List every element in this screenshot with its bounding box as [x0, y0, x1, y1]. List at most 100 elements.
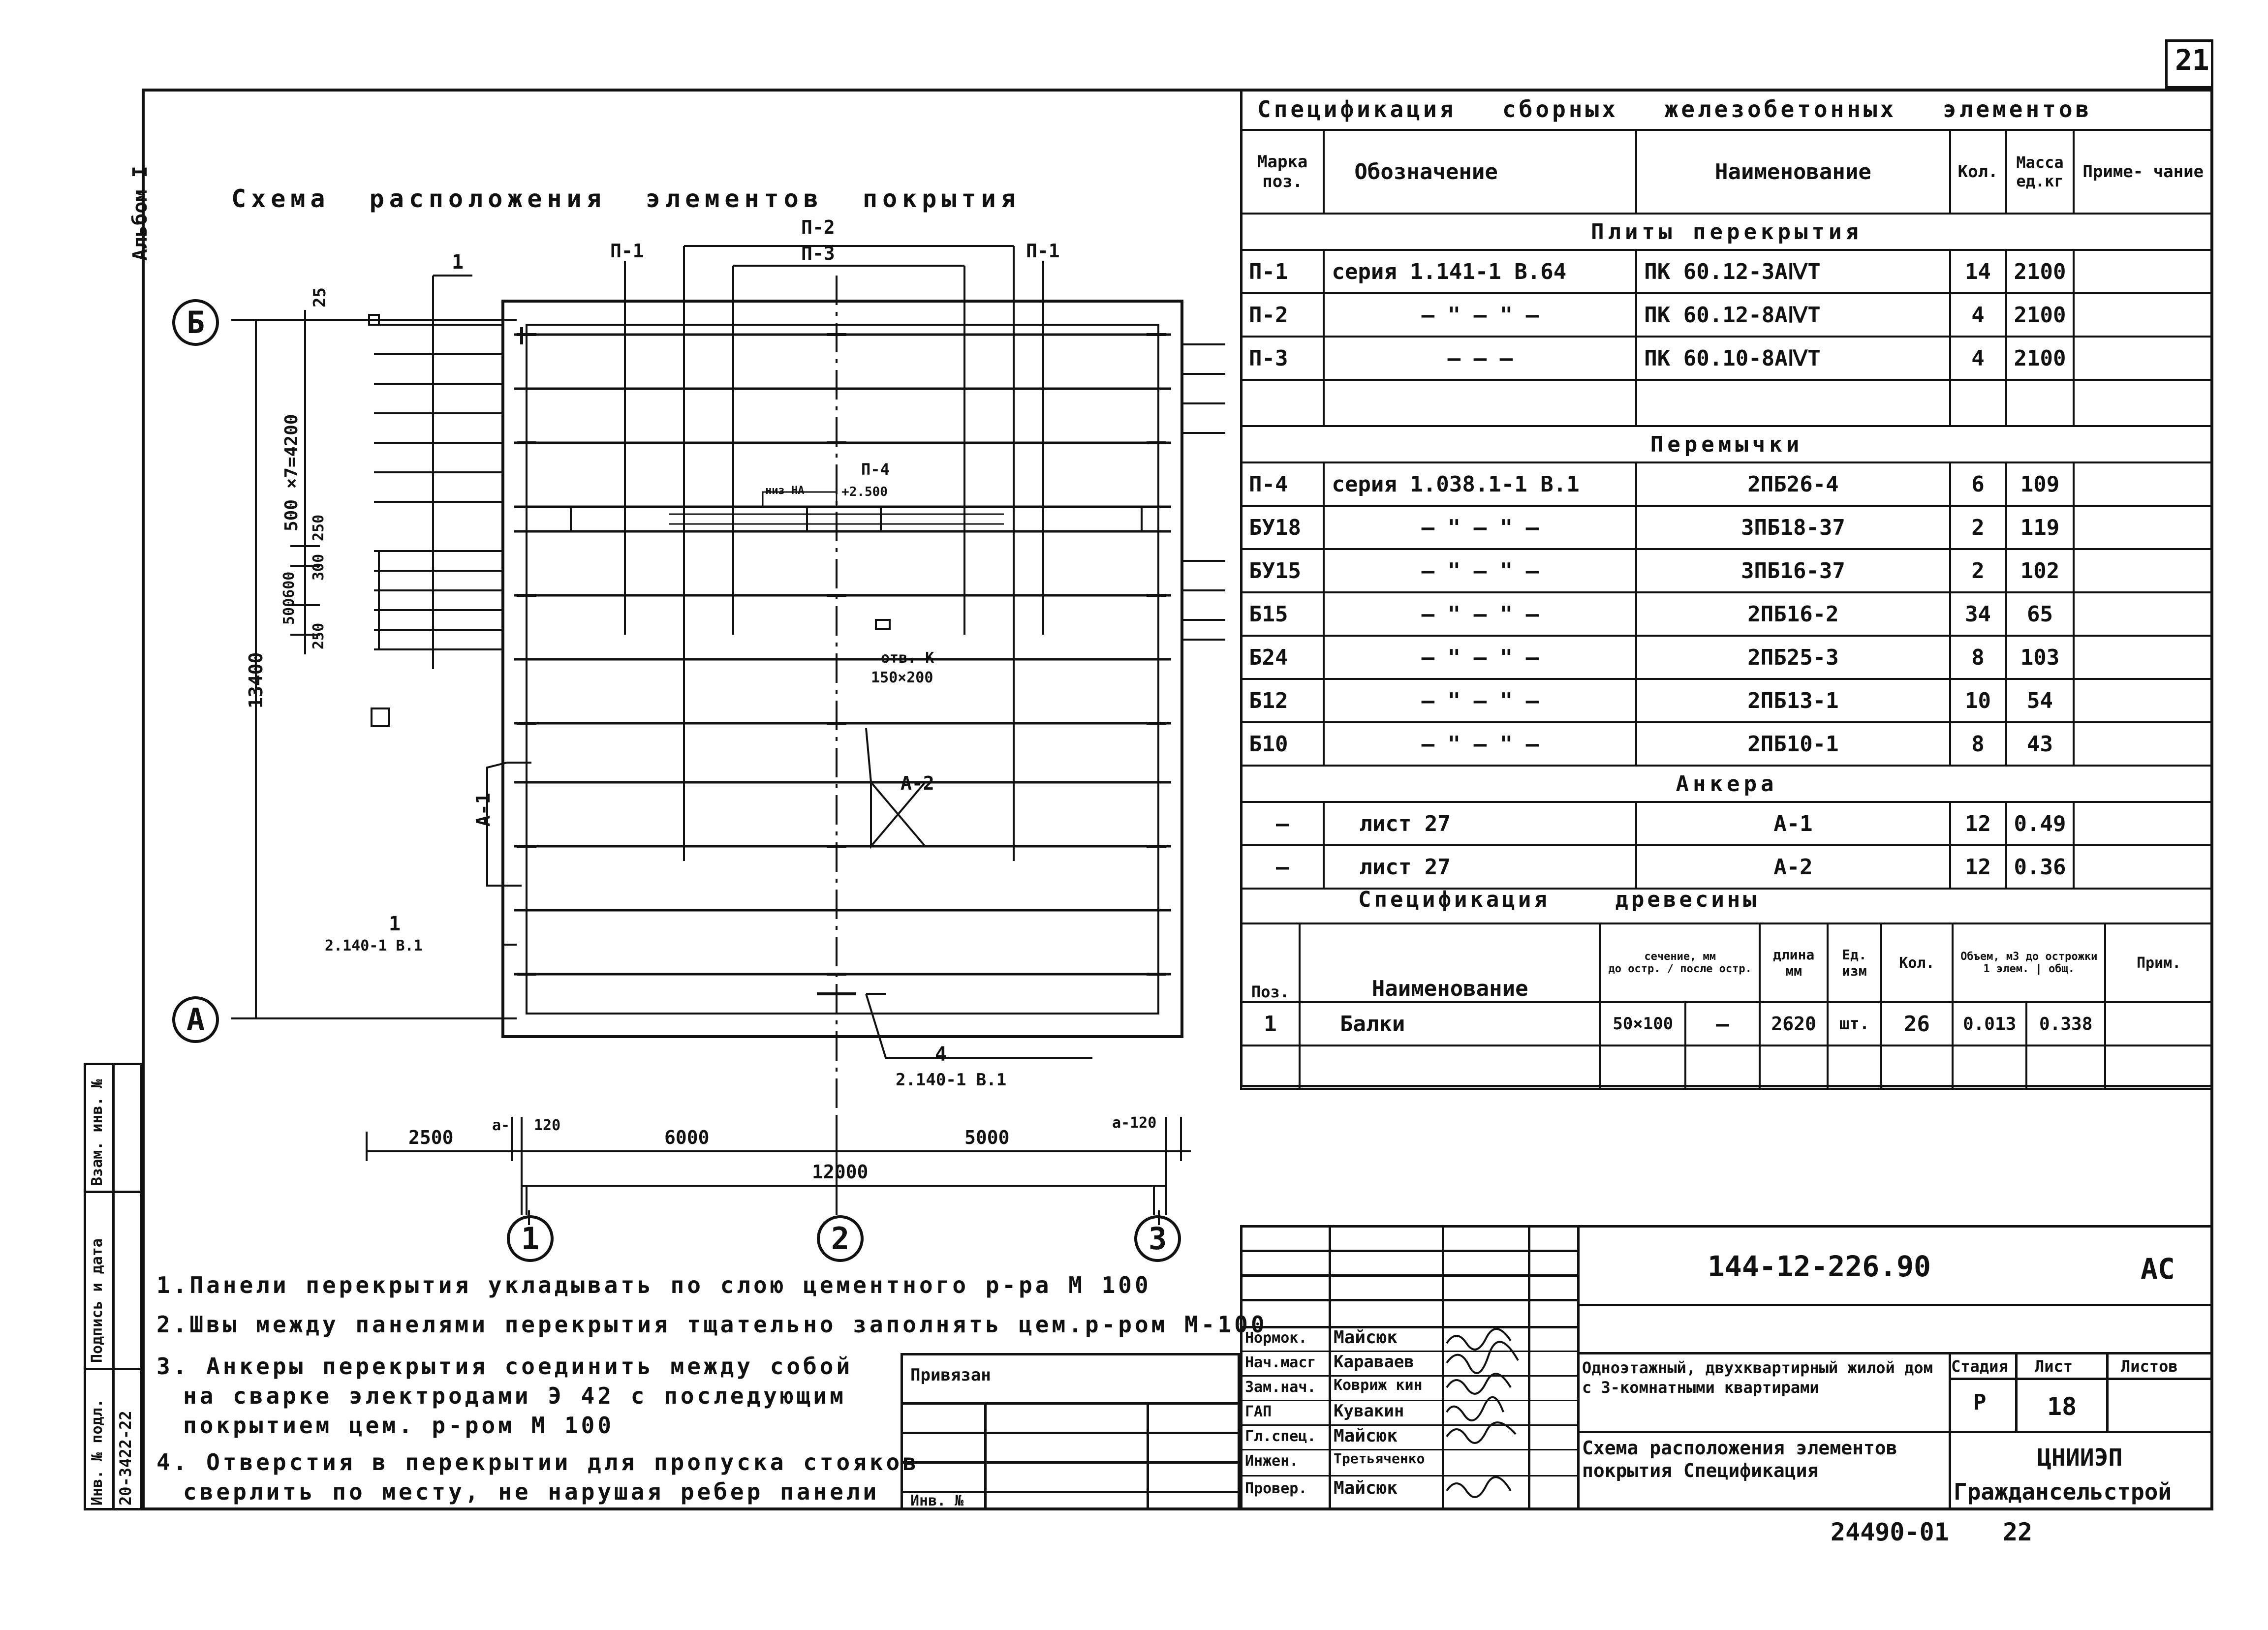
section-slabs: Плиты перекрытия — [1240, 213, 2213, 251]
axis-b-marker: Б — [172, 299, 219, 346]
role-2: Нач.масг — [1245, 1354, 1316, 1371]
dim-25: 25 — [310, 287, 330, 308]
note-1: 1.Панели перекрытия укладывать по слою ц… — [156, 1272, 1151, 1298]
org-name-2: Граждансельстрой — [1954, 1478, 2172, 1505]
dim-6000: 6000 — [664, 1127, 710, 1148]
role-1-name: Майсюк — [1334, 1327, 1398, 1348]
spec-title: Спецификация сборных железобетонных элем… — [1257, 96, 2092, 123]
sheet-number-box — [2165, 39, 2213, 89]
plan-title: Схема расположения элементов покрытия — [231, 185, 1021, 213]
role-6: Инжен. — [1245, 1452, 1299, 1470]
side-stamp-divider — [112, 1063, 115, 1510]
privyazan-line-1 — [901, 1402, 1240, 1405]
label-mark-tag: низ НА — [765, 485, 805, 497]
privyazan-line-2 — [901, 1432, 1240, 1434]
label-leader-4-ref: 2.140-1 В.1 — [896, 1070, 1007, 1090]
tb-h-main — [1577, 1304, 2213, 1306]
sheet-number: 21 — [2175, 43, 2209, 77]
privyazan-v-2 — [1147, 1402, 1149, 1510]
label-mark-level: +2.500 — [841, 485, 888, 499]
tb-v-stage — [1949, 1352, 1951, 1510]
dim-120: 120 — [534, 1117, 561, 1134]
role-3: Зам.нач. — [1245, 1379, 1316, 1396]
spec-table: Марка поз. Обозначение Наименование Кол.… — [1240, 129, 2213, 890]
role-4-name: Кувакин — [1334, 1401, 1404, 1421]
privyazan-line-4 — [901, 1491, 1240, 1493]
tb-h-sheet — [1577, 1352, 2213, 1354]
section-ac: АС — [2141, 1252, 2175, 1286]
hdr-qty: Кол. — [1949, 129, 2007, 215]
note-3: 3. Анкеры перекрытия соединить между соб… — [156, 1353, 853, 1380]
hdr-designation: Обозначение — [1323, 129, 1638, 215]
dim-2500: 2500 — [408, 1127, 454, 1148]
role-7-name: Майсюк — [1334, 1478, 1398, 1498]
hdr-name: Наименование — [1635, 129, 1951, 215]
role-4: ГАП — [1245, 1403, 1272, 1420]
tb-v4 — [1577, 1225, 1580, 1510]
axis-1-marker: 1 — [507, 1215, 554, 1262]
note-4: 4. Отверстия в перекрытии для пропуска с… — [156, 1449, 919, 1476]
inv-label: Инв. № — [910, 1492, 964, 1509]
section-anchors: Анкера — [1240, 765, 2213, 803]
label-leader-1-mid: 1 — [389, 913, 401, 935]
dim-a-left: а- — [492, 1117, 510, 1134]
tb-v2 — [1442, 1225, 1444, 1510]
dim-300: 300 — [310, 554, 327, 581]
dim-a120: а-120 — [1112, 1114, 1157, 1132]
note-3-cont-1: на сварке электродами Э 42 с последующим — [183, 1383, 846, 1409]
label-leader-1-top: 1 — [452, 251, 464, 274]
privyazan-label: Привязан — [910, 1365, 991, 1385]
tb-v3 — [1528, 1225, 1530, 1510]
label-leader-4: 4 — [935, 1043, 947, 1066]
role-7: Провер. — [1245, 1480, 1307, 1497]
privyazan-line-3 — [901, 1461, 1240, 1464]
tb-v-stage3 — [2106, 1352, 2109, 1431]
tb-h2 — [1240, 1274, 1577, 1277]
dim-12000: 12000 — [812, 1161, 869, 1183]
tb-h-stagehdr — [1949, 1378, 2213, 1380]
dim-500x7: 500 ×7=4200 — [281, 414, 302, 531]
wood-row-empty — [1240, 1045, 2213, 1090]
sheet-value: 18 — [2047, 1392, 2077, 1421]
side-inv-number: 20-3422-22 — [116, 1411, 135, 1506]
tb-role-line-6 — [1240, 1475, 1577, 1476]
label-p1-right: П-1 — [1026, 240, 1060, 262]
bottom-code: 24490-01 — [1831, 1518, 1949, 1546]
stage-header: Стадия — [1951, 1357, 2008, 1376]
label-anchor-a1: А-1 — [472, 793, 494, 827]
tb-role-line-4 — [1240, 1424, 1577, 1426]
hdr-note: Приме- чание — [2073, 129, 2213, 215]
sheets-header: Листов — [2121, 1357, 2178, 1376]
axis-a-marker: А — [172, 996, 219, 1043]
role-3-name: Ковриж кин — [1334, 1377, 1423, 1394]
label-p3: П-3 — [801, 243, 835, 264]
project-code: 144-12-226.90 — [1708, 1250, 1931, 1283]
dim-250b: 250 — [310, 622, 327, 649]
axis-2-marker: 2 — [817, 1215, 864, 1262]
tb-h-org — [1577, 1431, 2213, 1433]
role-1: Нормок. — [1245, 1329, 1307, 1347]
label-hole: отв. К — [881, 649, 934, 667]
org-name-1: ЦНИИЭП — [2037, 1444, 2123, 1472]
label-p4: П-4 — [861, 460, 890, 479]
stage-value: Р — [1973, 1390, 1987, 1415]
dim-13400: 13400 — [245, 652, 267, 708]
note-4-cont: сверлить по месту, не нарушая ребер пане… — [183, 1478, 880, 1505]
role-2-name: Караваев — [1334, 1352, 1414, 1372]
privyazan-v-1 — [984, 1402, 987, 1510]
tb-h4 — [1240, 1326, 1577, 1328]
side-inv-label: Инв. № подл. — [89, 1399, 106, 1506]
wood-title: Спецификация древесины — [1358, 887, 1759, 912]
bottom-page: 22 — [2003, 1518, 2033, 1546]
role-5-name: Майсюк — [1334, 1426, 1398, 1446]
